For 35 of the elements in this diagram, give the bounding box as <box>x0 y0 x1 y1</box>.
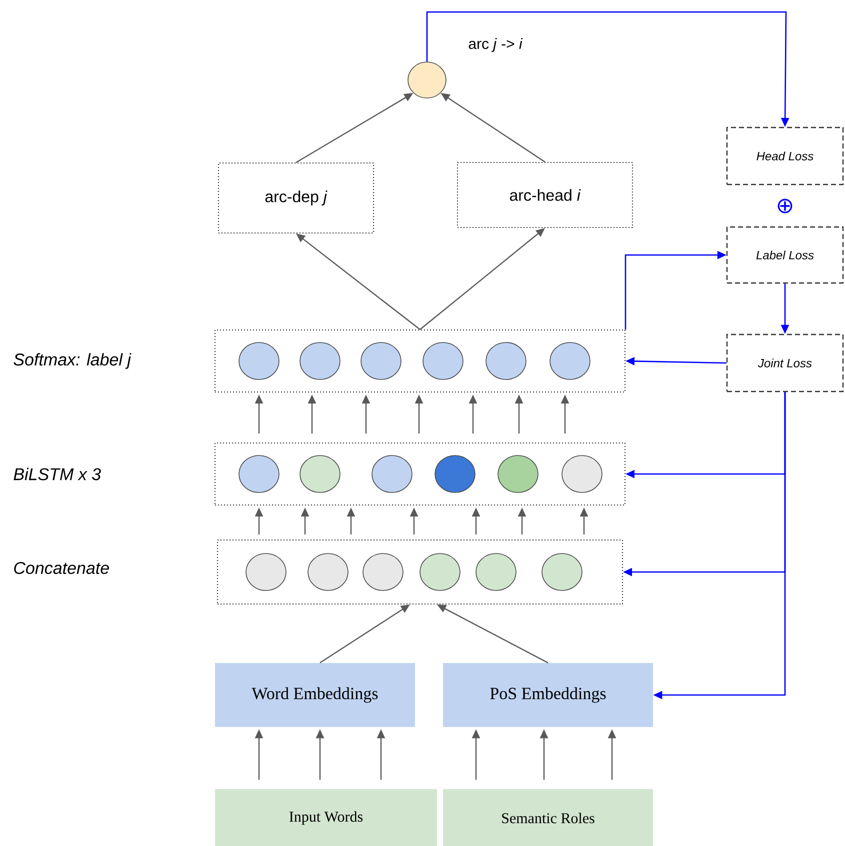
plus-symbol: ⊕ <box>778 198 792 214</box>
loss-box: Joint Loss <box>726 334 844 392</box>
layer-label: Concatenate <box>14 562 109 574</box>
input-box: Input Words <box>215 789 437 846</box>
embedding-box: PoS Embeddings <box>443 663 653 727</box>
loss-box: Head Loss <box>726 126 844 186</box>
layer-label: BiLSTM x 3 <box>14 468 101 480</box>
node-circle <box>308 553 348 591</box>
node-circle <box>476 553 516 591</box>
node-circle <box>542 553 582 591</box>
layer-box <box>214 442 626 506</box>
loss-box: Label Loss <box>726 226 844 284</box>
node-circle <box>238 342 280 380</box>
text-box: arc-head i <box>457 162 633 228</box>
node-circle <box>434 455 476 493</box>
node-circle <box>238 455 280 493</box>
node-circle <box>362 553 404 591</box>
layer-box <box>214 330 626 392</box>
node-caption: arc j -> i <box>468 38 523 52</box>
node-circle <box>550 342 590 380</box>
node-circle <box>300 455 340 493</box>
node-circle <box>422 342 464 380</box>
node-circle <box>372 455 412 493</box>
node-circle <box>562 455 602 493</box>
node-circle <box>360 342 402 380</box>
node-circle <box>498 455 538 493</box>
embedding-box: Word Embeddings <box>215 663 415 727</box>
text-box: arc-dep j <box>218 162 374 234</box>
layer-box <box>217 540 623 604</box>
node-circle <box>246 553 286 591</box>
node-circle <box>486 342 526 380</box>
node-circle <box>300 342 340 380</box>
input-box: Semantic Roles <box>443 789 653 846</box>
node-circle <box>420 553 460 591</box>
layer-label: Softmax: label j <box>14 353 132 369</box>
